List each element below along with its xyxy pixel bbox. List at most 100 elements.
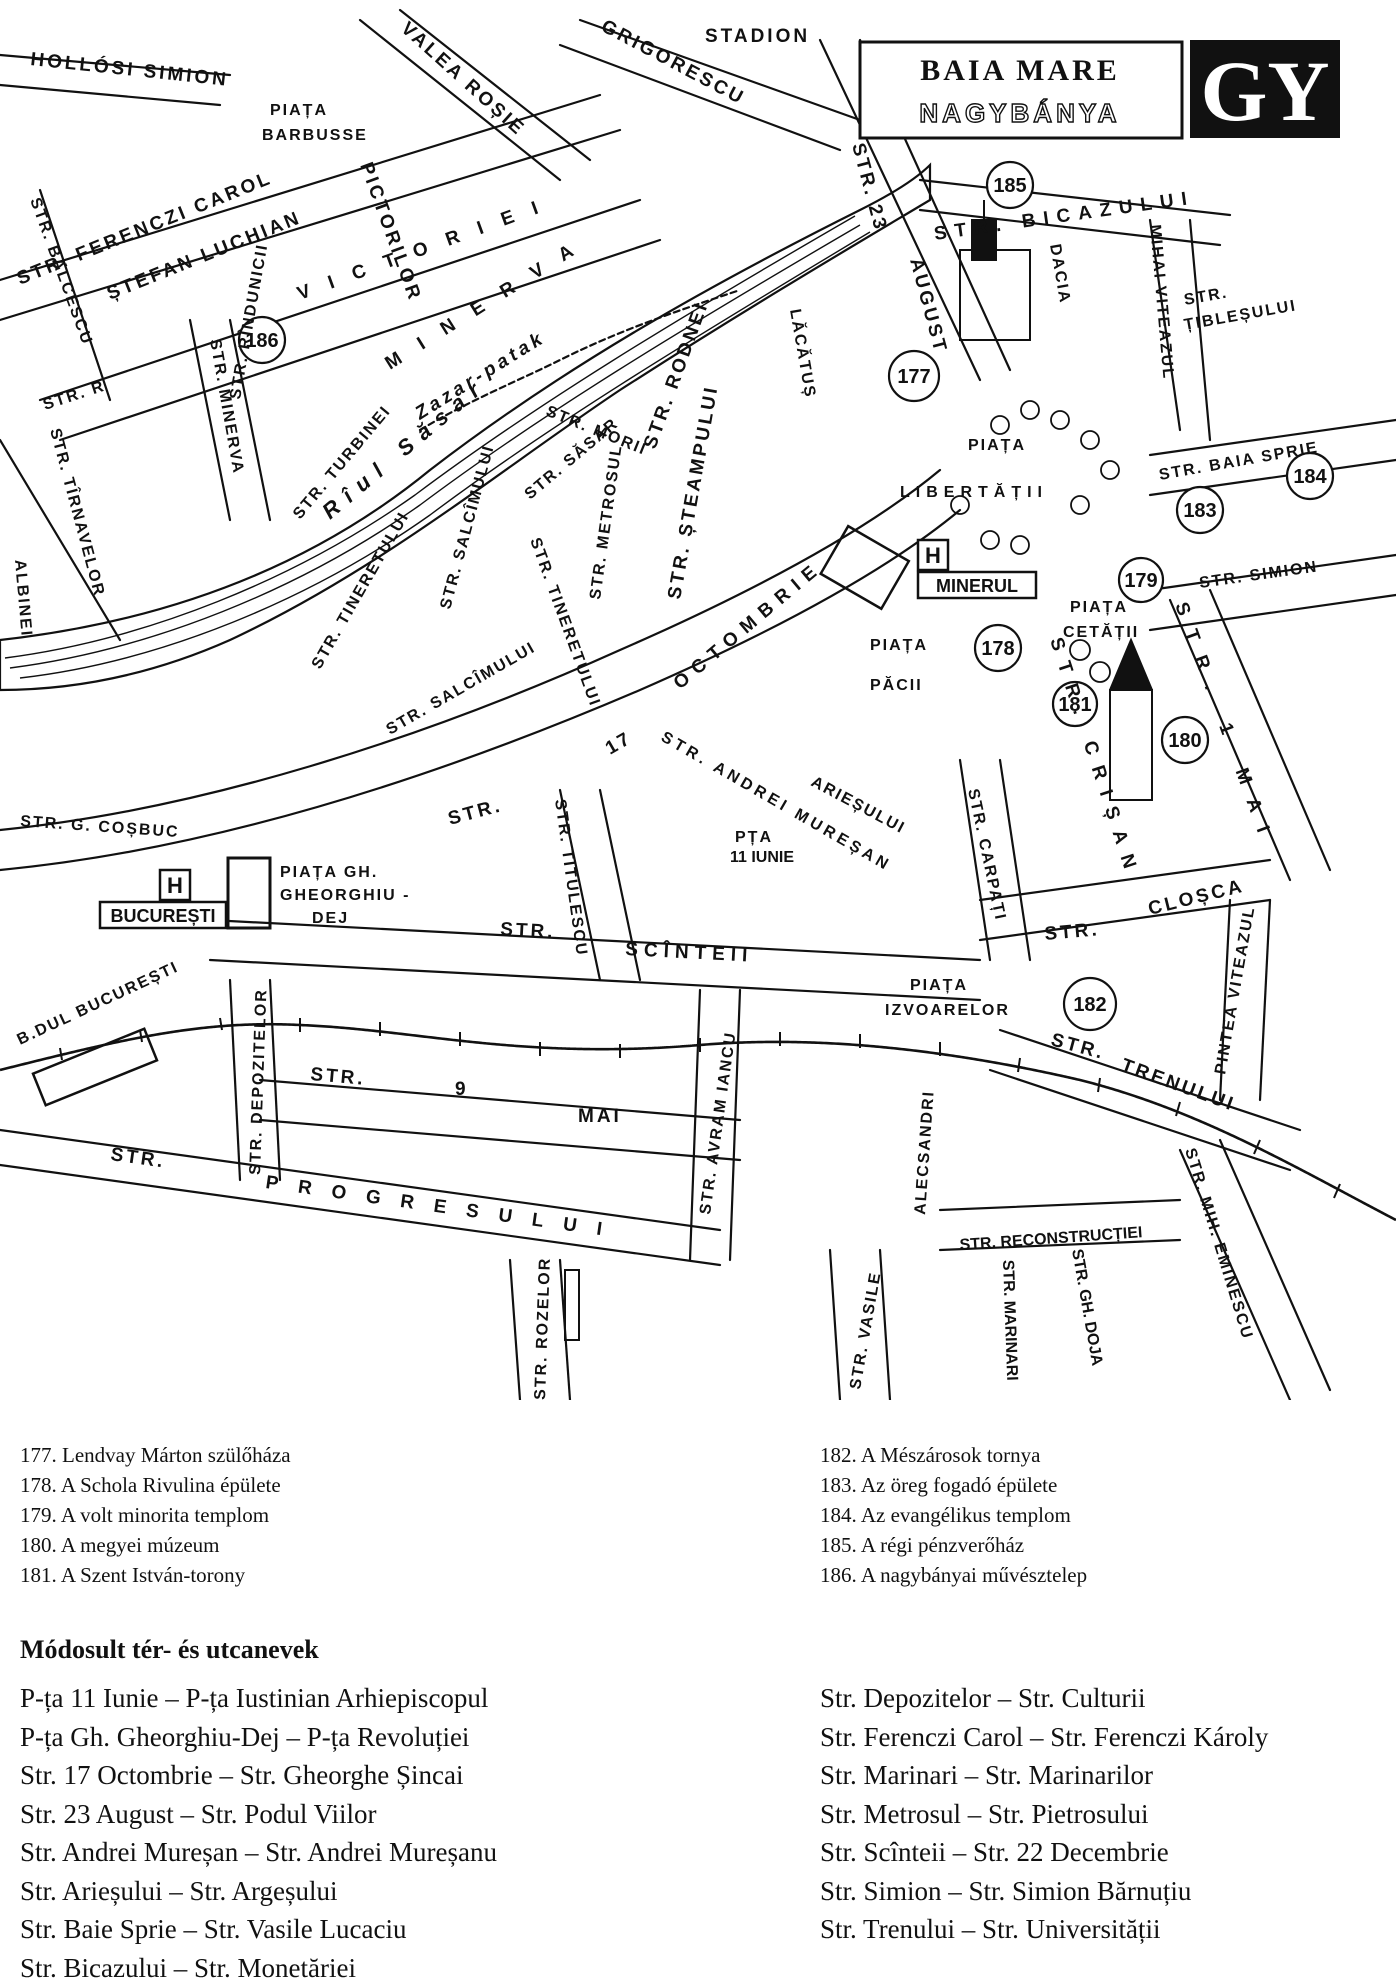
- legend-item: 183. Az öreg fogadó épülete: [820, 1470, 1087, 1500]
- change-item: Str. Scînteii – Str. 22 Decembrie: [820, 1833, 1268, 1872]
- label-octombrie: OCTOMBRIE: [670, 557, 827, 694]
- marker-185-label: 185: [993, 175, 1026, 197]
- change-item: Str. Ferenczi Carol – Str. Ferenczi Káro…: [820, 1718, 1268, 1757]
- label-piata-barbusse-2: BARBUSSE: [262, 127, 368, 144]
- label-metrosul: STR. METROSUL: [587, 443, 626, 601]
- hotel-minerul-name: MINERUL: [936, 576, 1018, 596]
- legend-right-column: 182. A Mészárosok tornya 183. Az öreg fo…: [820, 1440, 1087, 1590]
- label-simion: STR. SIMION: [1198, 558, 1319, 592]
- tower-icon: [1110, 640, 1152, 800]
- label-piata-gh-1: PIAȚA GH.: [280, 864, 378, 881]
- change-item: Str. 17 Octombrie – Str. Gheorghe Șincai: [20, 1756, 497, 1795]
- label-str-r: STR. R: [41, 378, 108, 414]
- hotel-bucuresti: H BUCUREȘTI: [100, 870, 226, 928]
- changed-names-section: Módosult tér- és utcanevek P-ța 11 Iunie…: [20, 1635, 1380, 1671]
- label-scinteii: SCÎNTEII: [625, 938, 754, 967]
- changed-names-title: Módosult tér- és utcanevek: [20, 1635, 1380, 1665]
- change-item: Str. Trenului – Str. Universității: [820, 1910, 1268, 1949]
- legend-item: 182. A Mészárosok tornya: [820, 1440, 1087, 1470]
- change-item: Str. Simion – Str. Simion Bărnuțiu: [820, 1872, 1268, 1911]
- change-item: Str. 23 August – Str. Podul Viilor: [20, 1795, 497, 1834]
- label-valea-rosie: VALEA ROȘIE: [397, 18, 530, 140]
- label-9: 9: [455, 1079, 469, 1100]
- label-albinei: ALBINEI: [11, 559, 35, 638]
- building-rozelor: [565, 1270, 579, 1340]
- label-piata-libertatii-1: PIAȚA: [968, 437, 1026, 454]
- label-pta-1: PȚA: [735, 829, 773, 846]
- label-17: 17: [602, 728, 636, 760]
- legend-item: 184. Az evangélikus templom: [820, 1500, 1087, 1530]
- hotel-minerul-h: H: [925, 543, 941, 568]
- legend-item: 179. A volt minorita templom: [20, 1500, 291, 1530]
- title-main: BAIA MARE: [920, 54, 1120, 87]
- legend-item: 180. A megyei múzeum: [20, 1530, 291, 1560]
- label-titulescu: STR. TITULESCU: [551, 798, 590, 957]
- hotel-bucuresti-name: BUCUREȘTI: [110, 906, 215, 926]
- label-str-trenului: STR.: [1049, 1030, 1108, 1065]
- title-badge: GY: [1201, 43, 1330, 139]
- building-bdul: [33, 1029, 157, 1105]
- change-item: Str. Bicazului – Str. Monetăriei: [20, 1949, 497, 1987]
- legend-item: 178. A Schola Rivulina épülete: [20, 1470, 291, 1500]
- label-reconstructiei: STR. RECONSTRUCȚIEI: [959, 1224, 1143, 1254]
- legend-left-column: 177. Lendvay Márton szülőháza 178. A Sch…: [20, 1440, 291, 1590]
- label-mihai-viteazul: MIHAI VITEAZUL: [1146, 224, 1177, 381]
- label-str-progresului: STR.: [109, 1144, 167, 1172]
- changes-right-column: Str. Depozitelor – Str. Culturii Str. Fe…: [820, 1679, 1268, 1949]
- change-item: P-ța 11 Iunie – P-ța Iustinian Arhiepisc…: [20, 1679, 497, 1718]
- label-mai: MAI: [578, 1106, 622, 1127]
- changes-left-column: P-ța 11 Iunie – P-ța Iustinian Arhiepisc…: [20, 1679, 497, 1987]
- label-piata-pacii-1: PIAȚA: [870, 637, 928, 654]
- marker-177-label: 177: [897, 366, 930, 388]
- marker-182-label: 182: [1073, 994, 1106, 1016]
- label-piata-cetatii-1: PIAȚA: [1070, 599, 1128, 616]
- label-pta-2: 11 IUNIE: [730, 849, 794, 866]
- label-stadion: STADION: [705, 26, 810, 47]
- label-salcimului-b: STR. SALCÎMULUI: [383, 637, 539, 738]
- label-piata-barbusse-1: PIAȚA: [270, 102, 328, 119]
- city-map: BAIA MARE NAGYBÁNYA GY 185 186 177 184 1…: [0, 0, 1396, 1400]
- label-piata-gh-3: DEJ: [312, 910, 349, 927]
- label-steampului: STR. ȘTEAMPULUI: [664, 383, 722, 600]
- label-pintea: PINTEA VITEAZUL: [1212, 905, 1258, 1076]
- label-piata-izv-2: IZVOARELOR: [885, 1002, 1010, 1019]
- label-str-scinteii: STR.: [500, 919, 556, 943]
- label-alecsandri: ALECSANDRI: [912, 1090, 938, 1216]
- label-str-closca: STR.: [1044, 919, 1101, 945]
- label-progresului: PROGRESULUI: [264, 1172, 623, 1243]
- change-item: P-ța Gh. Gheorghiu-Dej – P-ța Revoluției: [20, 1718, 497, 1757]
- label-piata-cetatii-2: CETĂȚII: [1063, 622, 1139, 641]
- hotel-minerul: H MINERUL: [918, 540, 1036, 598]
- label-piata-libertatii-2: LIBERTĂȚII: [900, 482, 1048, 501]
- building-bucuresti: [228, 858, 270, 928]
- title-sub: NAGYBÁNYA: [919, 98, 1120, 128]
- marker-178-label: 178: [981, 638, 1014, 660]
- label-piata-izv-1: PIAȚA: [910, 977, 968, 994]
- label-marinari: STR. MARINARI: [999, 1260, 1020, 1381]
- label-piata-gh-2: GHEORGHIU -: [280, 887, 410, 904]
- label-tirnavelor: STR. TÎRNAVELOR: [46, 426, 109, 599]
- label-carpati: STR. CARPAȚI: [964, 787, 1009, 922]
- marker-180-label: 180: [1168, 730, 1201, 752]
- label-vasile: STR. VASILE: [847, 1270, 884, 1391]
- label-dacia: DACIA: [1046, 243, 1073, 306]
- change-item: Str. Marinari – Str. Marinarilor: [820, 1756, 1268, 1795]
- change-item: Str. Depozitelor – Str. Culturii: [820, 1679, 1268, 1718]
- label-hollosi: HOLLÓSI SIMION: [29, 48, 229, 91]
- marker-183-label: 183: [1183, 500, 1216, 522]
- change-item: Str. Andrei Mureșan – Str. Andrei Mureșa…: [20, 1833, 497, 1872]
- legend-item: 177. Lendvay Márton szülőháza: [20, 1440, 291, 1470]
- marker-184-label: 184: [1293, 466, 1327, 488]
- label-rozelor: STR. ROZELOR: [532, 1257, 554, 1400]
- marker-179-label: 179: [1124, 570, 1157, 592]
- hotel-bucuresti-h: H: [167, 873, 183, 898]
- label-tiblesului-1: STR.: [1183, 284, 1230, 308]
- building-minerul: [821, 526, 909, 609]
- legend-item: 181. A Szent István-torony: [20, 1560, 291, 1590]
- label-str-17: STR.: [446, 795, 505, 830]
- road-network: [0, 10, 1396, 1400]
- label-gh-doja: STR. GH. DOJA: [1068, 1248, 1105, 1368]
- label-mih-eminescu: STR. MIH. EMINESCU: [1181, 1146, 1256, 1342]
- change-item: Str. Arieșului – Str. Argeșului: [20, 1872, 497, 1911]
- label-piata-pacii-2: PĂCII: [870, 675, 923, 694]
